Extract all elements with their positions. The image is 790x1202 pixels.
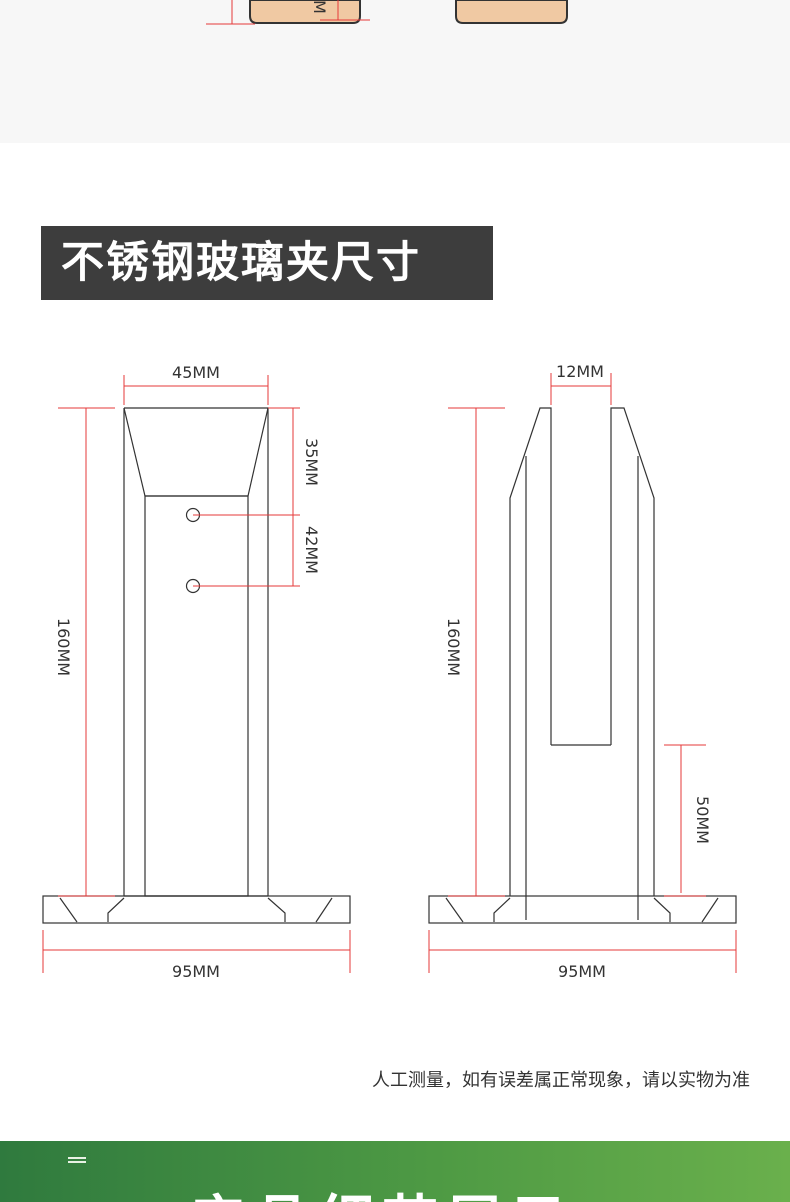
right-clamp-drawing	[428, 407, 737, 924]
left-dimension-labels: 45MM 35MM 42MM 160MM 95MM	[54, 363, 321, 981]
wood-blocks: M	[206, 0, 568, 25]
left-base-label: 95MM	[172, 962, 220, 981]
right-slot-bottom-label: 50MM	[693, 796, 712, 844]
left-dimension-lines	[42, 375, 351, 973]
cropped-dimension-label: M	[310, 0, 329, 14]
previous-section-panel	[0, 0, 790, 143]
menu-icon	[68, 1157, 86, 1163]
right-slot-label: 12MM	[556, 362, 604, 381]
banner-heading: 产品细节展示	[190, 1177, 574, 1202]
right-height-label: 160MM	[444, 618, 463, 676]
detail-banner: 产品细节展示	[0, 1141, 790, 1202]
right-dimension-lines	[428, 373, 737, 973]
left-hole-spacing-label: 42MM	[302, 526, 321, 574]
measurement-footnote: 人工测量，如有误差属正常现象，请以实物为准	[372, 1070, 750, 1091]
left-upper-label: 35MM	[302, 438, 321, 486]
section-title: 不锈钢玻璃夹尺寸	[41, 226, 493, 300]
left-width-label: 45MM	[172, 363, 220, 382]
right-dimension-labels: 12MM 160MM 50MM 95MM	[444, 362, 712, 981]
left-clamp-drawing	[42, 407, 351, 924]
left-height-label: 160MM	[54, 618, 73, 676]
right-base-label: 95MM	[558, 962, 606, 981]
